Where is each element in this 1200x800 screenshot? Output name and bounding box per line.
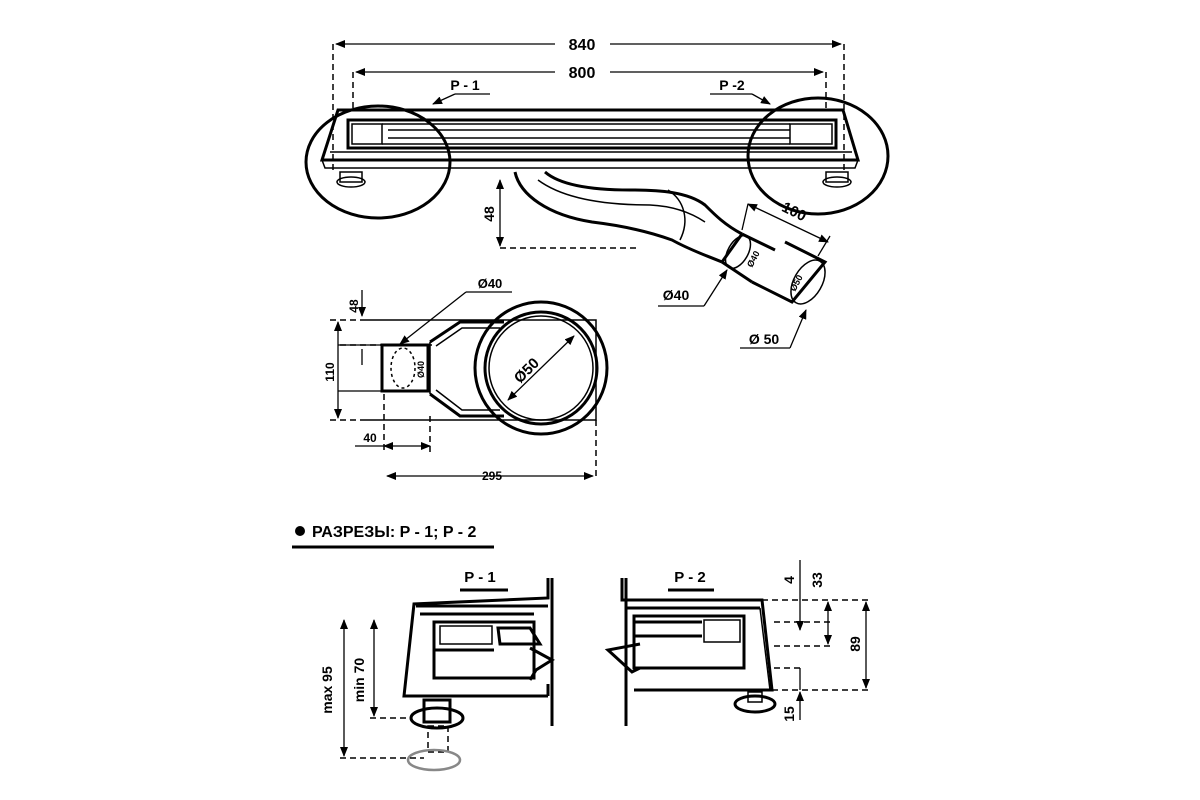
label-sec-89: 89 [847, 636, 863, 652]
label-sec-4: 4 [781, 576, 797, 584]
label-plan-inner-d40: Ø40 [416, 361, 426, 378]
label-plan-d40: Ø40 [478, 276, 503, 291]
dim-840-label: 840 [569, 37, 596, 54]
label-plan-d50: Ø50 [511, 355, 543, 387]
leader-outlet-d40: Ø40 [658, 269, 728, 307]
sections-heading-text: РАЗРЕЗЫ: P - 1; P - 2 [312, 524, 477, 541]
label-plan-40: 40 [363, 431, 377, 445]
leader-plan-d40: Ø40 [399, 276, 512, 345]
label-p1-top: P - 1 [450, 77, 480, 93]
dimension-48-elev: 48 [481, 179, 640, 249]
leader-outlet-d50: Ø 50 [740, 309, 807, 349]
dim-48-elev-label: 48 [481, 206, 497, 222]
plan-view: Ø40 Ø50 [360, 300, 609, 436]
label-max95: max 95 [319, 666, 335, 714]
label-sec-15: 15 [781, 706, 797, 722]
label-section-p2: P - 2 [674, 569, 705, 586]
label-p2-top: P -2 [719, 77, 745, 93]
plan-dim-295: 295 [386, 420, 597, 483]
leader-p1-top: P - 1 [432, 77, 490, 105]
channel-body [319, 108, 861, 169]
dimension-100: 100 [741, 199, 831, 257]
dim-800-label: 800 [569, 65, 596, 82]
label-plan-295: 295 [482, 469, 502, 483]
section-p1: P - 1 max 95 min 70 [319, 569, 555, 772]
label-plan-110: 110 [323, 362, 337, 382]
label-outlet-d50: Ø 50 [749, 331, 780, 347]
label-outlet-inner-d40: Ø40 [745, 249, 762, 269]
label-plan-48: 48 [347, 299, 361, 313]
plan-dim-48: 48 [330, 290, 382, 365]
label-min70: min 70 [351, 658, 367, 703]
leader-p2-top: P -2 [710, 77, 771, 105]
detail-circle-p2 [746, 96, 890, 216]
dimension-800: 800 [352, 65, 827, 112]
plan-dim-40: 40 [355, 394, 431, 452]
plan-dim-110: 110 [323, 321, 382, 421]
label-sec-33: 33 [809, 572, 825, 588]
dimension-840: 840 [332, 37, 845, 172]
section-p2: P - 2 4 33 89 15 [604, 560, 870, 726]
detail-circle-p1 [304, 104, 452, 220]
label-outlet-d40: Ø40 [663, 287, 690, 303]
label-section-p1: P - 1 [464, 569, 495, 586]
sections-heading: РАЗРЕЗЫ: P - 1; P - 2 [292, 524, 494, 549]
